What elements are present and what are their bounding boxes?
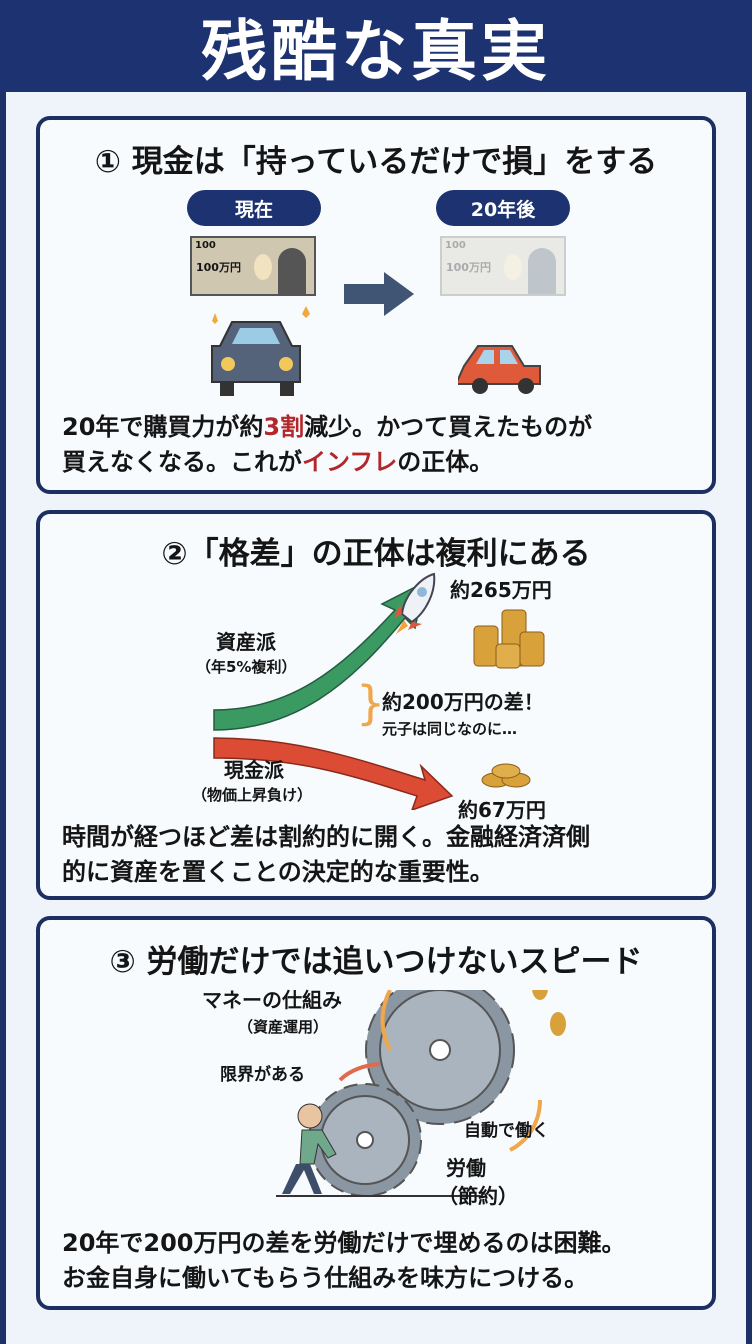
bill-text: 100万円 xyxy=(196,261,241,274)
section-body: 20年で200万円の差を労働だけで埋めるのは困難。 お金自身に働いてもらう仕組み… xyxy=(62,1226,626,1296)
coin-icon xyxy=(550,1012,566,1036)
bill-corner: 100 xyxy=(195,240,216,251)
card-labor-speed: ③ 労働だけでは追いつけないスピード マネーの仕組み （資産運用） 限界がある … xyxy=(36,916,716,1310)
gears-illustration xyxy=(276,990,566,1197)
section-body: 20年で購買力が約3割減少。かつて買えたものが 買えなくなる。これがインフレの正… xyxy=(62,410,592,480)
body-text: お金自身に働いてもらう仕組みを味方につける。 xyxy=(62,1264,589,1292)
card-cash-loss: ① 現金は「持っているだけで損」をする 現在 20年後 100 100万円 10… xyxy=(36,116,716,494)
green-arrow-up xyxy=(213,580,427,731)
section-title: ① 現金は「持っているだけで損」をする xyxy=(94,144,658,180)
section-body: 時間が経つほど差は割約的に開く。金融経済済側 的に資産を置くことの決定的な重要性… xyxy=(62,820,590,890)
cash-label: 現金派 xyxy=(224,758,284,782)
bill-portrait xyxy=(278,248,306,294)
badge-now: 現在 xyxy=(187,190,321,226)
badge-20-years-later: 20年後 xyxy=(436,190,570,226)
frame-left xyxy=(0,0,6,1344)
section-title: ③ 労働だけでは追いつけないスピード xyxy=(109,944,643,980)
rocket-icon xyxy=(394,572,436,634)
red-arrow xyxy=(338,1062,381,1082)
banknote-faded: 100 100万円 xyxy=(440,236,566,296)
bill-text: 100万円 xyxy=(446,261,491,274)
bill-portrait xyxy=(528,248,556,294)
asset-sub: （年5%複利） xyxy=(196,658,297,676)
small-gear-icon xyxy=(308,1083,422,1197)
card-compound-gap: ②「格差」の正体は複利にある 資産派 （年5%複利） 現金派 （物価上昇負け） … xyxy=(36,510,716,900)
highlight-text: 3割 xyxy=(263,413,305,441)
bill-oval xyxy=(254,254,272,280)
gap-sub: 元子は同じなのに… xyxy=(382,720,518,738)
body-text: 時間が経つほど差は割約的に開く。金融経済済側 xyxy=(62,823,590,851)
auto-label: 自動で働く xyxy=(464,1121,549,1141)
page-title: 残酷な真実 xyxy=(201,13,551,90)
coin-stack-small-icon xyxy=(481,763,531,788)
header-banner: 残酷な真実 xyxy=(0,0,752,92)
divergence-arrows xyxy=(213,580,454,810)
body-text: 20年で購買力が約 xyxy=(62,413,264,441)
money-sub: （資産運用） xyxy=(238,1018,329,1036)
frame-right xyxy=(746,0,752,1344)
orange-arrow xyxy=(380,990,392,1051)
banknote-now: 100 100万円 xyxy=(190,236,316,296)
arrow-right-icon xyxy=(344,272,414,316)
cash-sub: （物価上昇負け） xyxy=(192,786,313,804)
new-car-icon xyxy=(211,306,310,396)
money-label: マネーの仕組み xyxy=(202,988,342,1012)
labor-label: 労働 xyxy=(446,1156,486,1180)
red-arrow-down xyxy=(213,737,454,810)
section-title: ②「格差」の正体は複利にある xyxy=(161,536,591,572)
large-gear-icon xyxy=(365,990,515,1125)
body-text: 20年で200万円の差を労働だけで埋めるのは困難。 xyxy=(62,1229,626,1257)
asset-amount: 約265万円 xyxy=(450,578,552,602)
brace-icon: } xyxy=(356,676,386,730)
asset-label: 資産派 xyxy=(216,630,276,654)
highlight-text: インフレ xyxy=(302,448,398,476)
broken-car-icon xyxy=(458,345,541,394)
bill-oval xyxy=(504,254,522,280)
body-text: 買えなくなる。これが xyxy=(62,448,302,476)
gap-label: 約200万円の差！ xyxy=(382,690,544,714)
cash-amount: 約67万円 xyxy=(458,798,546,822)
limit-label: 限界がある xyxy=(220,1065,305,1085)
body-text: 減少。かつて買えたものが xyxy=(304,413,593,441)
labor-sub: （節約） xyxy=(438,1184,518,1208)
bill-corner: 100 xyxy=(445,240,466,251)
body-text: 的に資産を置くことの決定的な重要性。 xyxy=(62,858,494,886)
coin-icon xyxy=(532,990,548,1000)
coin-stack-large-icon xyxy=(473,609,545,669)
orange-arrow xyxy=(509,1099,542,1152)
person-pushing-icon xyxy=(282,1103,337,1194)
body-text: の正体。 xyxy=(397,448,494,476)
